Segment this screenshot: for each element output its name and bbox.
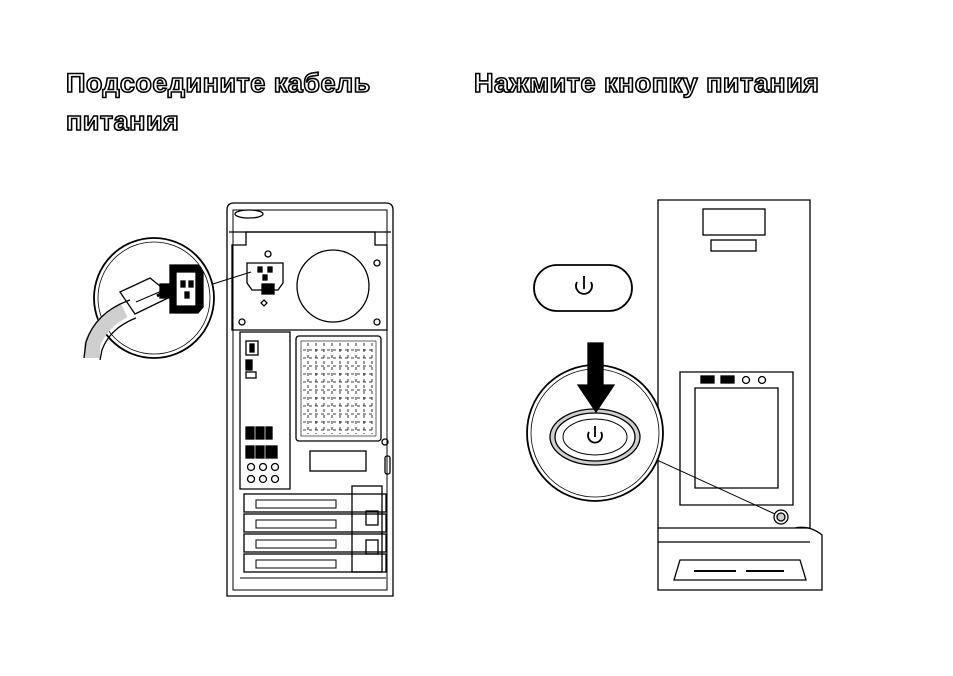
power-button-label [534,265,632,311]
computer-back-panel-illustration [80,195,410,605]
power-supply-unit [232,232,387,330]
power-cable-callout [94,238,214,358]
front-io-bay [680,372,793,505]
computer-front-panel-illustration [520,190,830,600]
connect-power-cable-heading-line-1: Подсоедините кабель [66,64,371,102]
press-power-button-heading: Нажмите кнопку питания [474,64,819,102]
tower-rear-outline [227,203,393,596]
psu-fan [297,250,369,322]
connect-power-cable-heading: Подсоедините кабель питания [66,64,371,140]
io-panel [240,332,290,489]
tower-front-outline [658,200,810,528]
expansion-slots [244,486,386,572]
connect-power-cable-heading-line-2: питания [66,102,371,140]
tower-power-button[interactable] [774,510,788,524]
rear-fan-grille [296,336,381,441]
